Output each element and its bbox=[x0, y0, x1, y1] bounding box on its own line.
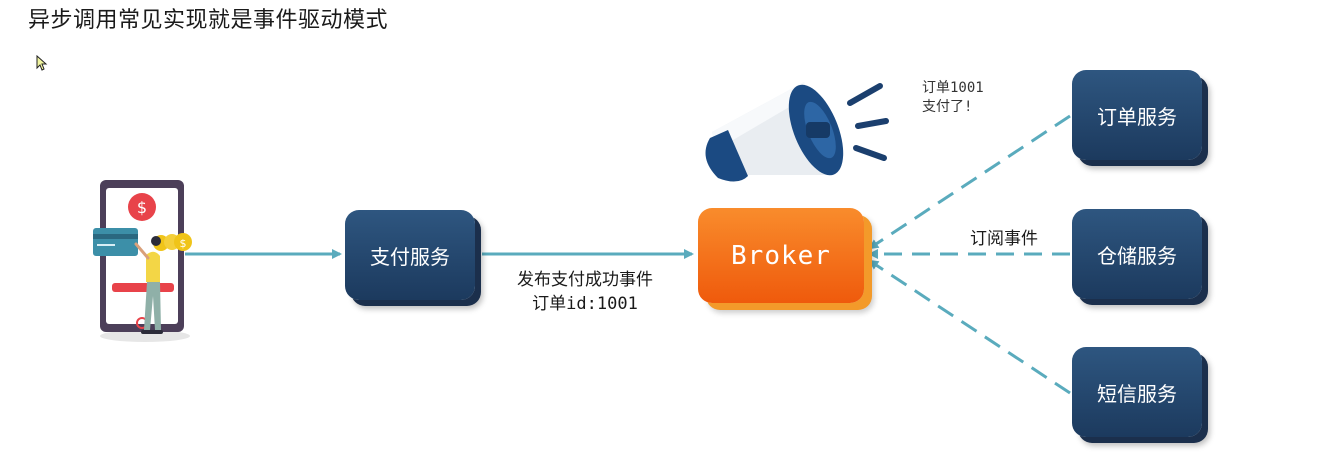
publish-event-label: 发布支付成功事件 订单id:1001 bbox=[500, 268, 670, 316]
order-service-node: 订单服务 bbox=[1072, 70, 1202, 160]
svg-text:$: $ bbox=[137, 198, 147, 217]
subscribe-event-label: 订阅事件 bbox=[970, 229, 1038, 249]
broker-node: Broker bbox=[698, 208, 864, 303]
svg-text:$: $ bbox=[180, 237, 187, 250]
cursor-icon bbox=[36, 55, 48, 71]
announcement-label: 订单1001 支付了! bbox=[922, 79, 984, 117]
arrow-order-subscribe bbox=[868, 114, 1071, 250]
megaphone-icon bbox=[705, 82, 889, 182]
payment-service-node: 支付服务 bbox=[345, 210, 475, 300]
storage-service-node: 仓储服务 bbox=[1072, 209, 1202, 299]
arrow-sms-subscribe bbox=[868, 259, 1071, 395]
phone-payment-illustration: $ $ bbox=[93, 180, 192, 342]
publish-event-line2: 订单id:1001 bbox=[532, 294, 638, 314]
publish-event-line1: 发布支付成功事件 bbox=[517, 270, 653, 290]
page-title: 异步调用常见实现就是事件驱动模式 bbox=[28, 8, 389, 33]
announcement-line2: 支付了! bbox=[922, 99, 973, 115]
sms-service-node: 短信服务 bbox=[1072, 347, 1202, 437]
announcement-line1: 订单1001 bbox=[922, 80, 984, 96]
